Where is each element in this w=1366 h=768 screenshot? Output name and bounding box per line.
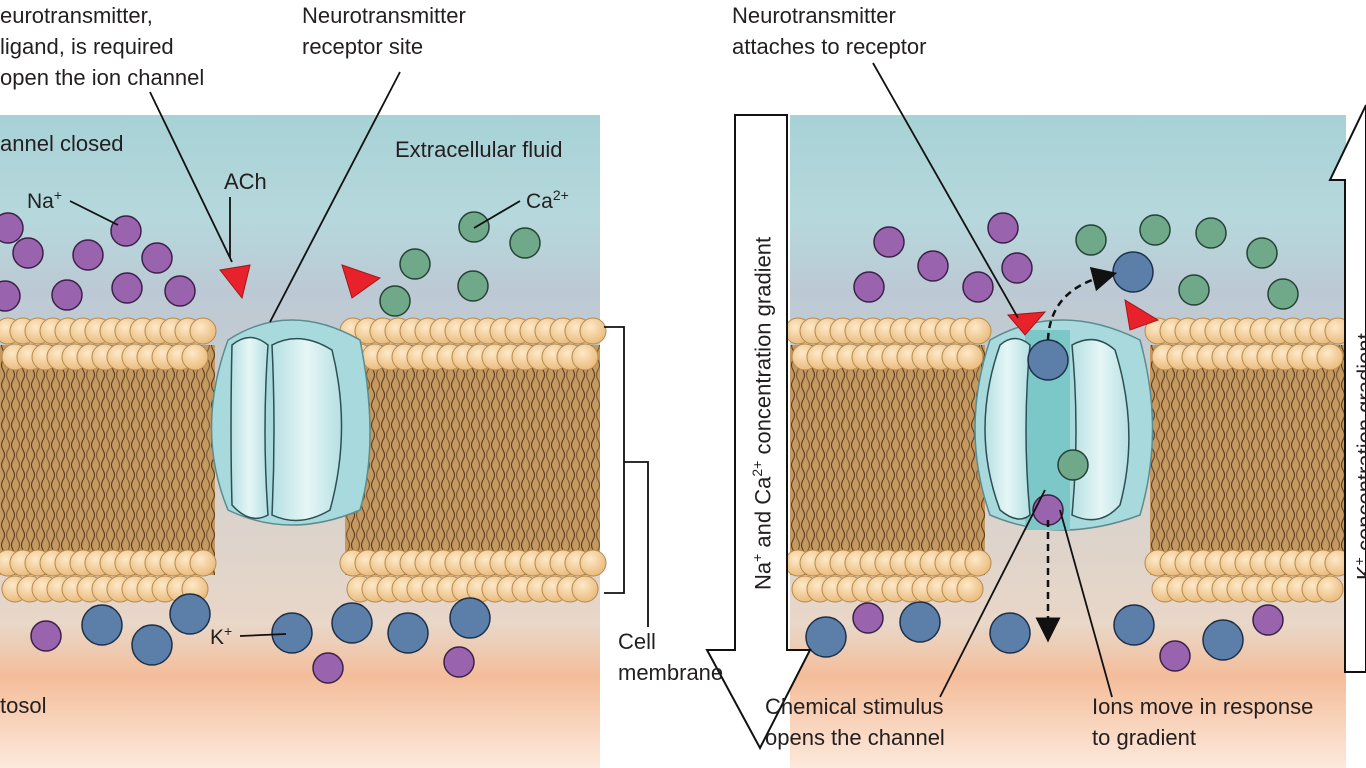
potassium-ion xyxy=(989,612,1031,654)
calcium-ion xyxy=(399,248,431,280)
lipid-head xyxy=(964,549,992,577)
sodium-ion xyxy=(1001,252,1033,284)
extracellular-fluid-label: Extracellular fluid xyxy=(395,137,563,162)
calcium-ion xyxy=(1139,214,1171,246)
k-gradient-label: K+ concentration gradient xyxy=(1351,333,1366,580)
lipid-head xyxy=(189,317,217,345)
sodium-ion xyxy=(12,237,44,269)
lipid-head xyxy=(571,575,599,603)
sodium-ion xyxy=(1159,640,1191,672)
potassium-ion xyxy=(1027,339,1069,381)
calcium-ion xyxy=(1075,224,1107,256)
sodium-ion xyxy=(962,271,994,303)
calcium-ion-label: Ca2+ xyxy=(526,187,569,213)
sodium-ion xyxy=(917,250,949,282)
sodium-ion xyxy=(141,242,173,274)
receptor-site-label: Neurotransmitter receptor site xyxy=(302,3,466,59)
sodium-ion xyxy=(30,620,62,652)
ach-ligand xyxy=(219,264,251,300)
ions xyxy=(0,211,1299,684)
channel-closed-label: annel closed xyxy=(0,131,124,156)
calcium-ion xyxy=(509,227,541,259)
lipid-head xyxy=(964,317,992,345)
sodium-ion xyxy=(111,272,143,304)
potassium-ion xyxy=(805,616,847,658)
lipid-tails xyxy=(345,345,600,575)
na-ca-gradient-label: Na+ and Ca2+ concentration gradient xyxy=(749,236,776,590)
sodium-ion xyxy=(443,646,475,678)
ach-label: ACh xyxy=(224,169,267,194)
lipid-head xyxy=(956,575,984,603)
lipid-bilayer xyxy=(0,317,1352,603)
calcium-ion xyxy=(1057,449,1089,481)
lipid-head xyxy=(181,343,209,371)
sodium-ion xyxy=(110,215,142,247)
calcium-ion xyxy=(1246,237,1278,269)
lipid-head xyxy=(571,343,599,371)
lipid-tails xyxy=(790,345,985,575)
cytosol-label: tosol xyxy=(0,693,47,718)
lipid-head xyxy=(579,317,607,345)
calcium-ion xyxy=(457,270,489,302)
ach-ligand-bound xyxy=(1124,299,1160,331)
lipid-head xyxy=(1316,575,1344,603)
potassium-ion xyxy=(271,612,313,654)
potassium-ion xyxy=(1112,251,1154,293)
potassium-ion xyxy=(1202,619,1244,661)
lipid-head xyxy=(1316,343,1344,371)
sodium-ion xyxy=(72,239,104,271)
lipid-tails xyxy=(1150,345,1346,575)
ion-paths xyxy=(1035,266,1118,643)
sodium-ion xyxy=(312,652,344,684)
sodium-ion xyxy=(1252,604,1284,636)
attaches-to-receptor-label: Neurotransmitter attaches to receptor xyxy=(732,3,927,59)
potassium-ion xyxy=(131,624,173,666)
potassium-ion xyxy=(899,601,941,643)
potassium-ion xyxy=(331,602,373,644)
potassium-ion xyxy=(387,612,429,654)
calcium-ion xyxy=(379,285,411,317)
sodium-ion-label: Na+ xyxy=(27,187,63,213)
sodium-ion xyxy=(51,279,83,311)
k-gradient-arrow xyxy=(1328,104,1366,673)
sodium-ion xyxy=(0,212,24,244)
closed-ion-channel xyxy=(210,319,371,526)
potassium-ion xyxy=(1113,604,1155,646)
sodium-ion xyxy=(164,275,196,307)
ligand-requirement-label: eurotransmitter, ligand, is required ope… xyxy=(0,3,205,90)
lipid-tails xyxy=(0,345,215,575)
potassium-ion xyxy=(81,604,123,646)
cell-membrane-bracket xyxy=(604,326,649,627)
calcium-ion xyxy=(1267,278,1299,310)
sodium-ion xyxy=(853,271,885,303)
potassium-ion-label: K+ xyxy=(210,623,233,649)
calcium-ion xyxy=(1195,217,1227,249)
na-ca-gradient-arrow xyxy=(705,114,812,751)
lipid-head xyxy=(579,549,607,577)
cell-membrane-label: Cell membrane xyxy=(618,629,724,685)
ach-ligand xyxy=(341,264,382,299)
sodium-ion xyxy=(0,280,21,312)
potassium-ion xyxy=(449,597,491,639)
potassium-ion xyxy=(169,593,211,635)
sodium-ion xyxy=(987,212,1019,244)
sodium-ion xyxy=(873,226,905,258)
chemical-stimulus-label: Chemical stimulus opens the channel xyxy=(765,694,945,750)
sodium-ion xyxy=(852,602,884,634)
leader-lines xyxy=(69,62,1113,698)
lipid-head xyxy=(189,549,217,577)
calcium-ion xyxy=(1178,274,1210,306)
lipid-head xyxy=(956,343,984,371)
ions-move-label: Ions move in response to gradient xyxy=(1092,694,1314,750)
